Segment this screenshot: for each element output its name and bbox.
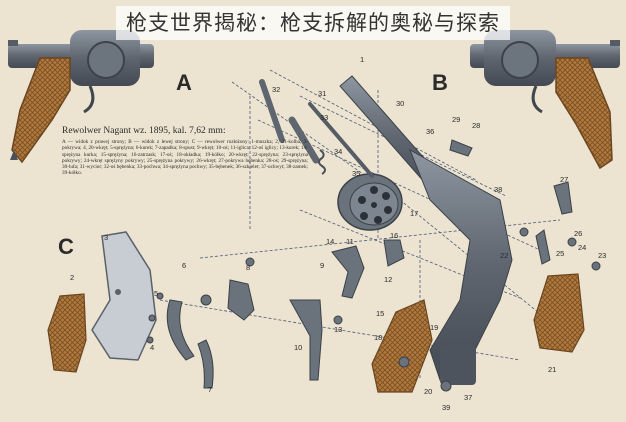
part-label: 15 bbox=[376, 309, 384, 318]
part-label: 30 bbox=[396, 99, 404, 108]
part-label: 28 bbox=[472, 121, 480, 130]
revolver-left-view bbox=[470, 30, 620, 170]
legend-title: Rewolwer Nagant wz. 1895, kal. 7,62 mm: bbox=[62, 126, 226, 136]
right-grip bbox=[533, 273, 585, 353]
part-label: 34 bbox=[334, 147, 342, 156]
left-grip bbox=[47, 293, 87, 373]
part-label: 29 bbox=[452, 115, 460, 124]
part-label: 12 bbox=[384, 275, 392, 284]
barrel-and-frame bbox=[339, 75, 513, 385]
part-label: 36 bbox=[426, 127, 434, 136]
part-label: 31 bbox=[318, 89, 326, 98]
part-label: 13 bbox=[334, 325, 342, 334]
part-label: 5 bbox=[154, 289, 158, 298]
part-label: 8 bbox=[246, 263, 250, 272]
part-label: 37 bbox=[464, 393, 472, 402]
part-label: 39 bbox=[442, 403, 450, 412]
part-label: 17 bbox=[410, 209, 418, 218]
parts-legend: Rewolwer Nagant wz. 1895, kal. 7,62 mm: … bbox=[62, 126, 308, 177]
part-label: 21 bbox=[548, 365, 556, 374]
part-label: 9 bbox=[320, 261, 324, 270]
part-label: 23 bbox=[598, 251, 606, 260]
cylinder bbox=[337, 173, 403, 231]
part-label: 6 bbox=[182, 261, 186, 270]
revolver-right-view bbox=[8, 30, 154, 164]
part-label: 4 bbox=[150, 343, 154, 352]
part-label: 38 bbox=[494, 185, 502, 194]
panel-label-b: B bbox=[432, 70, 448, 95]
caption-text: 枪支世界揭秘：枪支拆解的奥秘与探索 bbox=[116, 6, 510, 40]
panel-label-c: C bbox=[58, 234, 74, 259]
part-label: 1 bbox=[360, 55, 364, 64]
part-label: 22 bbox=[500, 251, 508, 260]
cleaning-rod bbox=[259, 79, 374, 178]
part-label: 25 bbox=[556, 249, 564, 258]
part-label: 3 bbox=[104, 233, 108, 242]
part-label: 33 bbox=[320, 113, 328, 122]
part-label: 16 bbox=[390, 231, 398, 240]
part-label: 24 bbox=[578, 243, 586, 252]
panel-label-a: A bbox=[176, 70, 192, 95]
part-label: 27 bbox=[560, 175, 568, 184]
part-label: 32 bbox=[272, 85, 280, 94]
legend-body: A — widok z prawej strony; B — widok z l… bbox=[62, 139, 308, 177]
part-label: 35 bbox=[352, 169, 360, 178]
part-label: 19 bbox=[430, 323, 438, 332]
part-label: 20 bbox=[424, 387, 432, 396]
trigger-and-hammer-parts bbox=[146, 139, 601, 392]
part-number-labels: 1 2 3 4 5 6 7 8 9 10 11 12 13 14 15 16 1… bbox=[70, 55, 606, 412]
side-plate bbox=[91, 231, 157, 361]
caption-overlay: 枪支世界揭秘：枪支拆解的奥秘与探索 bbox=[0, 0, 626, 42]
part-label: 10 bbox=[294, 343, 302, 352]
part-label: 7 bbox=[208, 385, 212, 394]
lower-grip bbox=[371, 299, 433, 393]
part-label: 14 bbox=[326, 237, 334, 246]
part-label: 2 bbox=[70, 273, 74, 282]
part-label: 11 bbox=[346, 237, 354, 246]
part-label: 18 bbox=[374, 333, 382, 342]
part-label: 26 bbox=[574, 229, 582, 238]
